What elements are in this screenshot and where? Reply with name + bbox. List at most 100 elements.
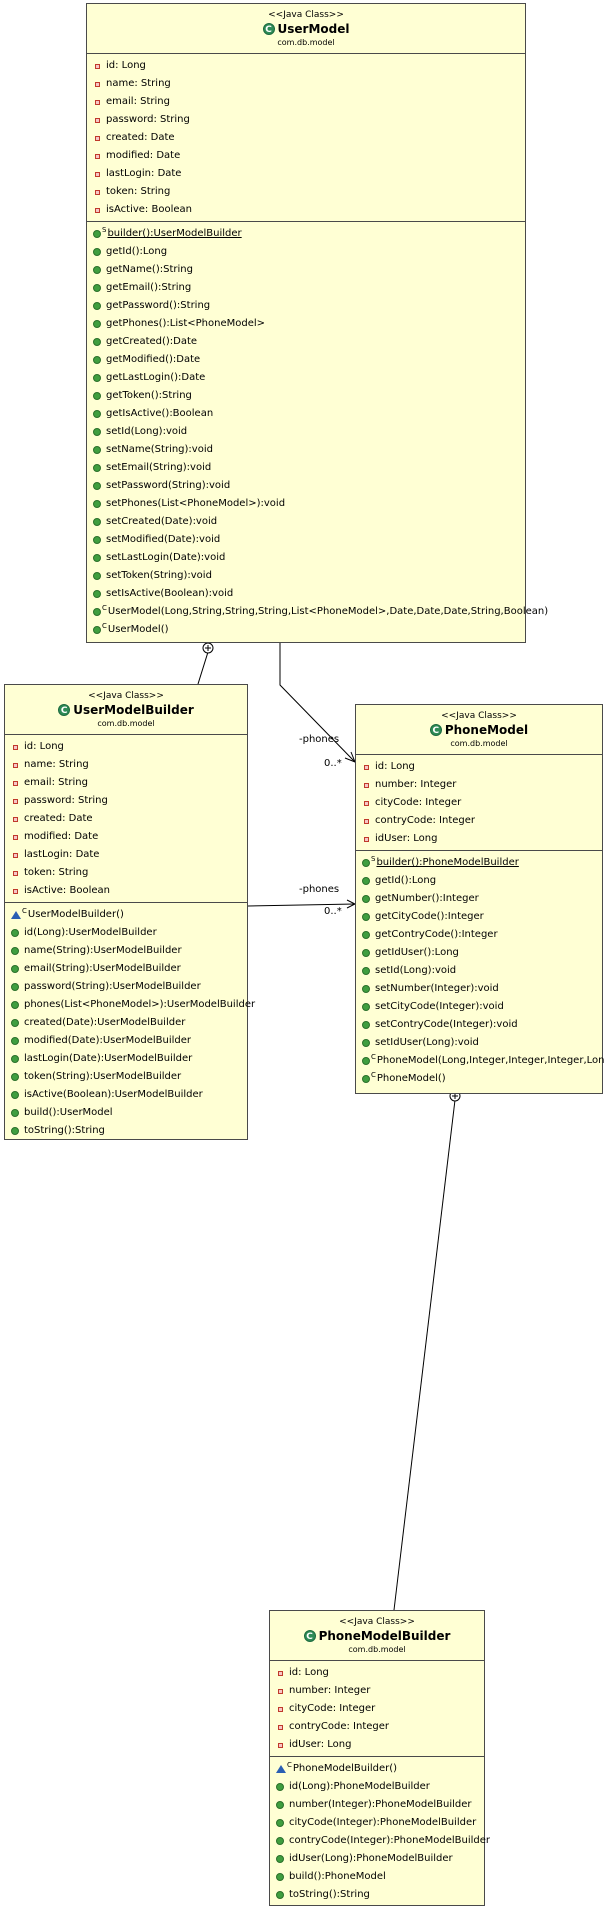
field-row[interactable]: cityCode: Integer xyxy=(356,794,602,812)
method-row[interactable]: idUser(Long):PhoneModelBuilder xyxy=(270,1850,484,1868)
public-method-icon xyxy=(93,572,101,580)
method-row[interactable]: setContryCode(Integer):void xyxy=(356,1016,602,1034)
field-row[interactable]: id: Long xyxy=(270,1664,484,1682)
field-row[interactable]: password: String xyxy=(5,792,247,810)
method-row[interactable]: setLastLogin(Date):void xyxy=(87,549,525,567)
method-row[interactable]: getName():String xyxy=(87,261,525,279)
method-row[interactable]: getPhones():List<PhoneModel> xyxy=(87,315,525,333)
field-row[interactable]: id: Long xyxy=(356,758,602,776)
field-row[interactable]: created: Date xyxy=(87,129,525,147)
method-row[interactable]: setToken(String):void xyxy=(87,567,525,585)
method-row[interactable]: build():UserModel xyxy=(5,1104,247,1122)
constructor-marker: C xyxy=(371,1071,376,1079)
method-row[interactable]: getLastLogin():Date xyxy=(87,369,525,387)
method-row[interactable]: getNumber():Integer xyxy=(356,890,602,908)
method-text: setToken(String):void xyxy=(106,570,212,581)
method-row[interactable]: contryCode(Integer):PhoneModelBuilder xyxy=(270,1832,490,1850)
field-row[interactable]: token: String xyxy=(87,183,525,201)
field-row[interactable]: created: Date xyxy=(5,810,247,828)
method-row[interactable]: setEmail(String):void xyxy=(87,459,525,477)
method-row[interactable]: setNumber(Integer):void xyxy=(356,980,602,998)
method-row[interactable]: setId(Long):void xyxy=(87,423,525,441)
java-class-icon: C xyxy=(429,724,442,736)
field-row[interactable]: idUser: Long xyxy=(270,1736,484,1754)
method-row[interactable]: getEmail():String xyxy=(87,279,525,297)
field-row[interactable]: password: String xyxy=(87,111,525,129)
field-row[interactable]: contryCode: Integer xyxy=(356,812,602,830)
method-row[interactable]: email(String):UserModelBuilder xyxy=(5,960,247,978)
method-row[interactable]: toString():String xyxy=(270,1886,484,1904)
field-row[interactable]: cityCode: Integer xyxy=(270,1700,484,1718)
method-row[interactable]: getContryCode():Integer xyxy=(356,926,602,944)
method-row[interactable]: modified(Date):UserModelBuilder xyxy=(5,1032,247,1050)
method-row[interactable]: token(String):UserModelBuilder xyxy=(5,1068,247,1086)
field-row[interactable]: contryCode: Integer xyxy=(270,1718,484,1736)
method-text: setName(String):void xyxy=(106,444,213,455)
method-row[interactable]: id(Long):UserModelBuilder xyxy=(5,924,247,942)
method-row[interactable]: setPassword(String):void xyxy=(87,477,525,495)
field-row[interactable]: idUser: Long xyxy=(356,830,602,848)
method-row[interactable]: getIsActive():Boolean xyxy=(87,405,525,423)
method-text: getId():Long xyxy=(106,246,168,257)
field-row[interactable]: modified: Date xyxy=(87,147,525,165)
method-row[interactable]: getModified():Date xyxy=(87,351,525,369)
method-row[interactable]: setCreated(Date):void xyxy=(87,513,525,531)
field-row[interactable]: lastLogin: Date xyxy=(5,846,247,864)
method-row[interactable]: number(Integer):PhoneModelBuilder xyxy=(270,1796,484,1814)
method-row[interactable]: setId(Long):void xyxy=(356,962,602,980)
method-row[interactable]: getId():Long xyxy=(87,243,525,261)
method-row[interactable]: getCreated():Date xyxy=(87,333,525,351)
private-field-icon xyxy=(95,117,100,123)
method-row[interactable]: setCityCode(Integer):void xyxy=(356,998,602,1016)
method-row[interactable]: getIdUser():Long xyxy=(356,944,602,962)
public-method-icon xyxy=(11,947,19,955)
field-row[interactable]: name: String xyxy=(87,75,525,93)
field-row[interactable]: id: Long xyxy=(87,57,525,75)
method-row[interactable]: created(Date):UserModelBuilder xyxy=(5,1014,247,1032)
method-row[interactable]: getPassword():String xyxy=(87,297,525,315)
method-row[interactable]: name(String):UserModelBuilder xyxy=(5,942,247,960)
field-row[interactable]: isActive: Boolean xyxy=(5,882,247,900)
method-row[interactable]: phones(List<PhoneModel>):UserModelBuilde… xyxy=(5,996,255,1014)
method-row[interactable]: setPhones(List<PhoneModel>):void xyxy=(87,495,525,513)
field-row[interactable]: email: String xyxy=(5,774,247,792)
method-row[interactable]: setIdUser(Long):void xyxy=(356,1034,602,1052)
field-row[interactable]: id: Long xyxy=(5,738,247,756)
method-text: getId():Long xyxy=(375,875,437,886)
field-row[interactable]: email: String xyxy=(87,93,525,111)
field-row[interactable]: number: Integer xyxy=(356,776,602,794)
field-row[interactable]: name: String xyxy=(5,756,247,774)
method-row[interactable]: lastLogin(Date):UserModelBuilder xyxy=(5,1050,247,1068)
field-row[interactable]: isActive: Boolean xyxy=(87,201,525,219)
method-row[interactable]: setIsActive(Boolean):void xyxy=(87,585,525,603)
constructor-marker: C xyxy=(102,604,107,612)
field-row[interactable]: token: String xyxy=(5,864,247,882)
method-row[interactable]: password(String):UserModelBuilder xyxy=(5,978,247,996)
method-row[interactable]: setName(String):void xyxy=(87,441,525,459)
method-row[interactable]: toString():String xyxy=(5,1122,247,1140)
method-row[interactable]: getCityCode():Integer xyxy=(356,908,602,926)
method-row[interactable]: isActive(Boolean):UserModelBuilder xyxy=(5,1086,247,1104)
field-row[interactable]: number: Integer xyxy=(270,1682,484,1700)
method-row[interactable]: build():PhoneModel xyxy=(270,1868,484,1886)
method-row[interactable]: getToken():String xyxy=(87,387,525,405)
method-row[interactable]: cityCode(Integer):PhoneModelBuilder xyxy=(270,1814,484,1832)
method-row[interactable]: id(Long):PhoneModelBuilder xyxy=(270,1778,484,1796)
field-row[interactable]: modified: Date xyxy=(5,828,247,846)
field-row[interactable]: lastLogin: Date xyxy=(87,165,525,183)
method-row[interactable]: setModified(Date):void xyxy=(87,531,525,549)
method-row[interactable]: getId():Long xyxy=(356,872,602,890)
method-text: phones(List<PhoneModel>):UserModelBuilde… xyxy=(24,999,256,1010)
